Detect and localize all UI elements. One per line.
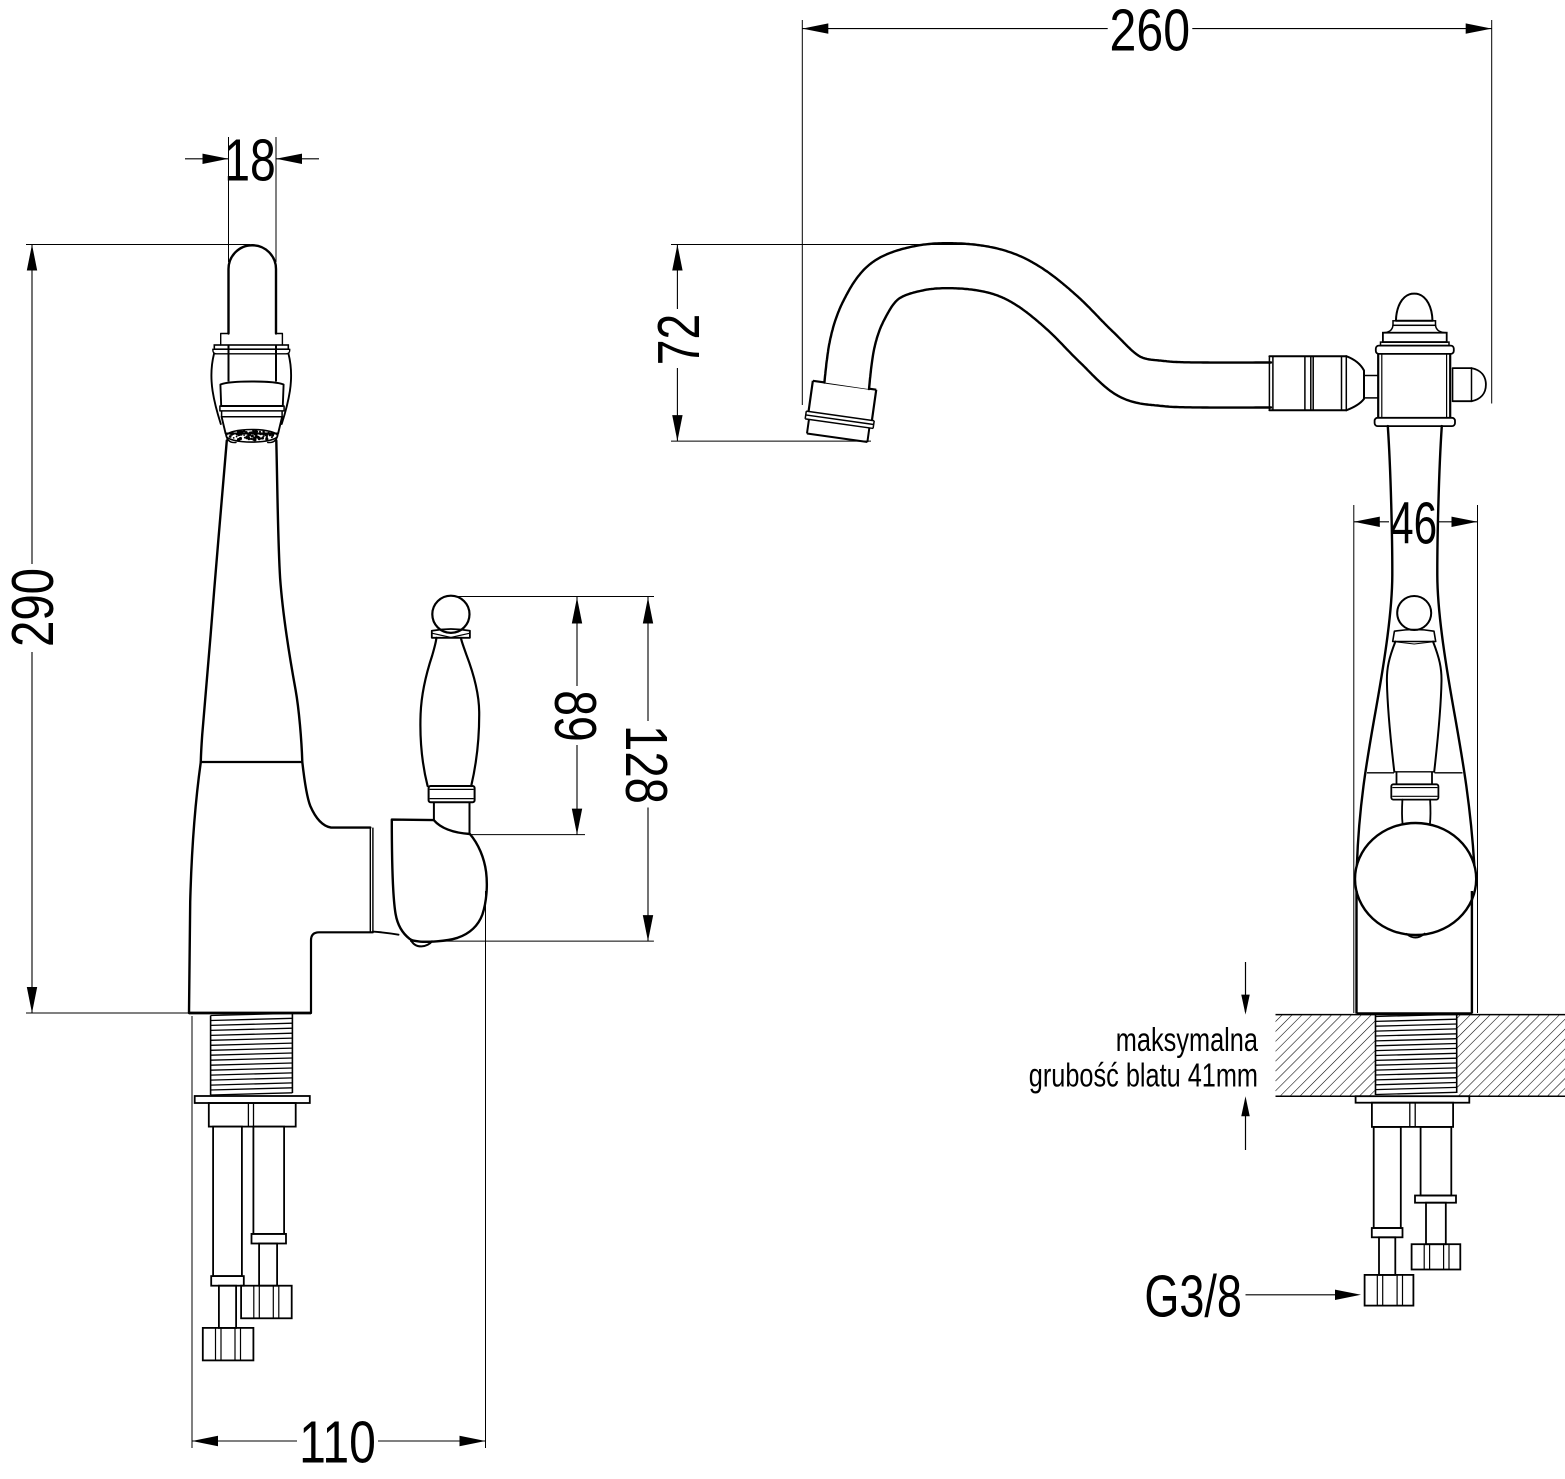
svg-text:46: 46 (1390, 489, 1437, 556)
svg-text:maksymalna: maksymalna (1116, 1021, 1259, 1058)
svg-text:72: 72 (645, 314, 712, 366)
svg-text:260: 260 (1110, 0, 1191, 63)
svg-text:18: 18 (224, 126, 276, 193)
svg-text:89: 89 (542, 690, 609, 742)
svg-text:G3/8: G3/8 (1144, 1263, 1242, 1330)
svg-text:128: 128 (613, 725, 680, 804)
svg-text:110: 110 (299, 1409, 376, 1476)
svg-text:290: 290 (0, 568, 66, 647)
svg-text:grubość blatu 41mm: grubość blatu 41mm (1029, 1056, 1258, 1093)
